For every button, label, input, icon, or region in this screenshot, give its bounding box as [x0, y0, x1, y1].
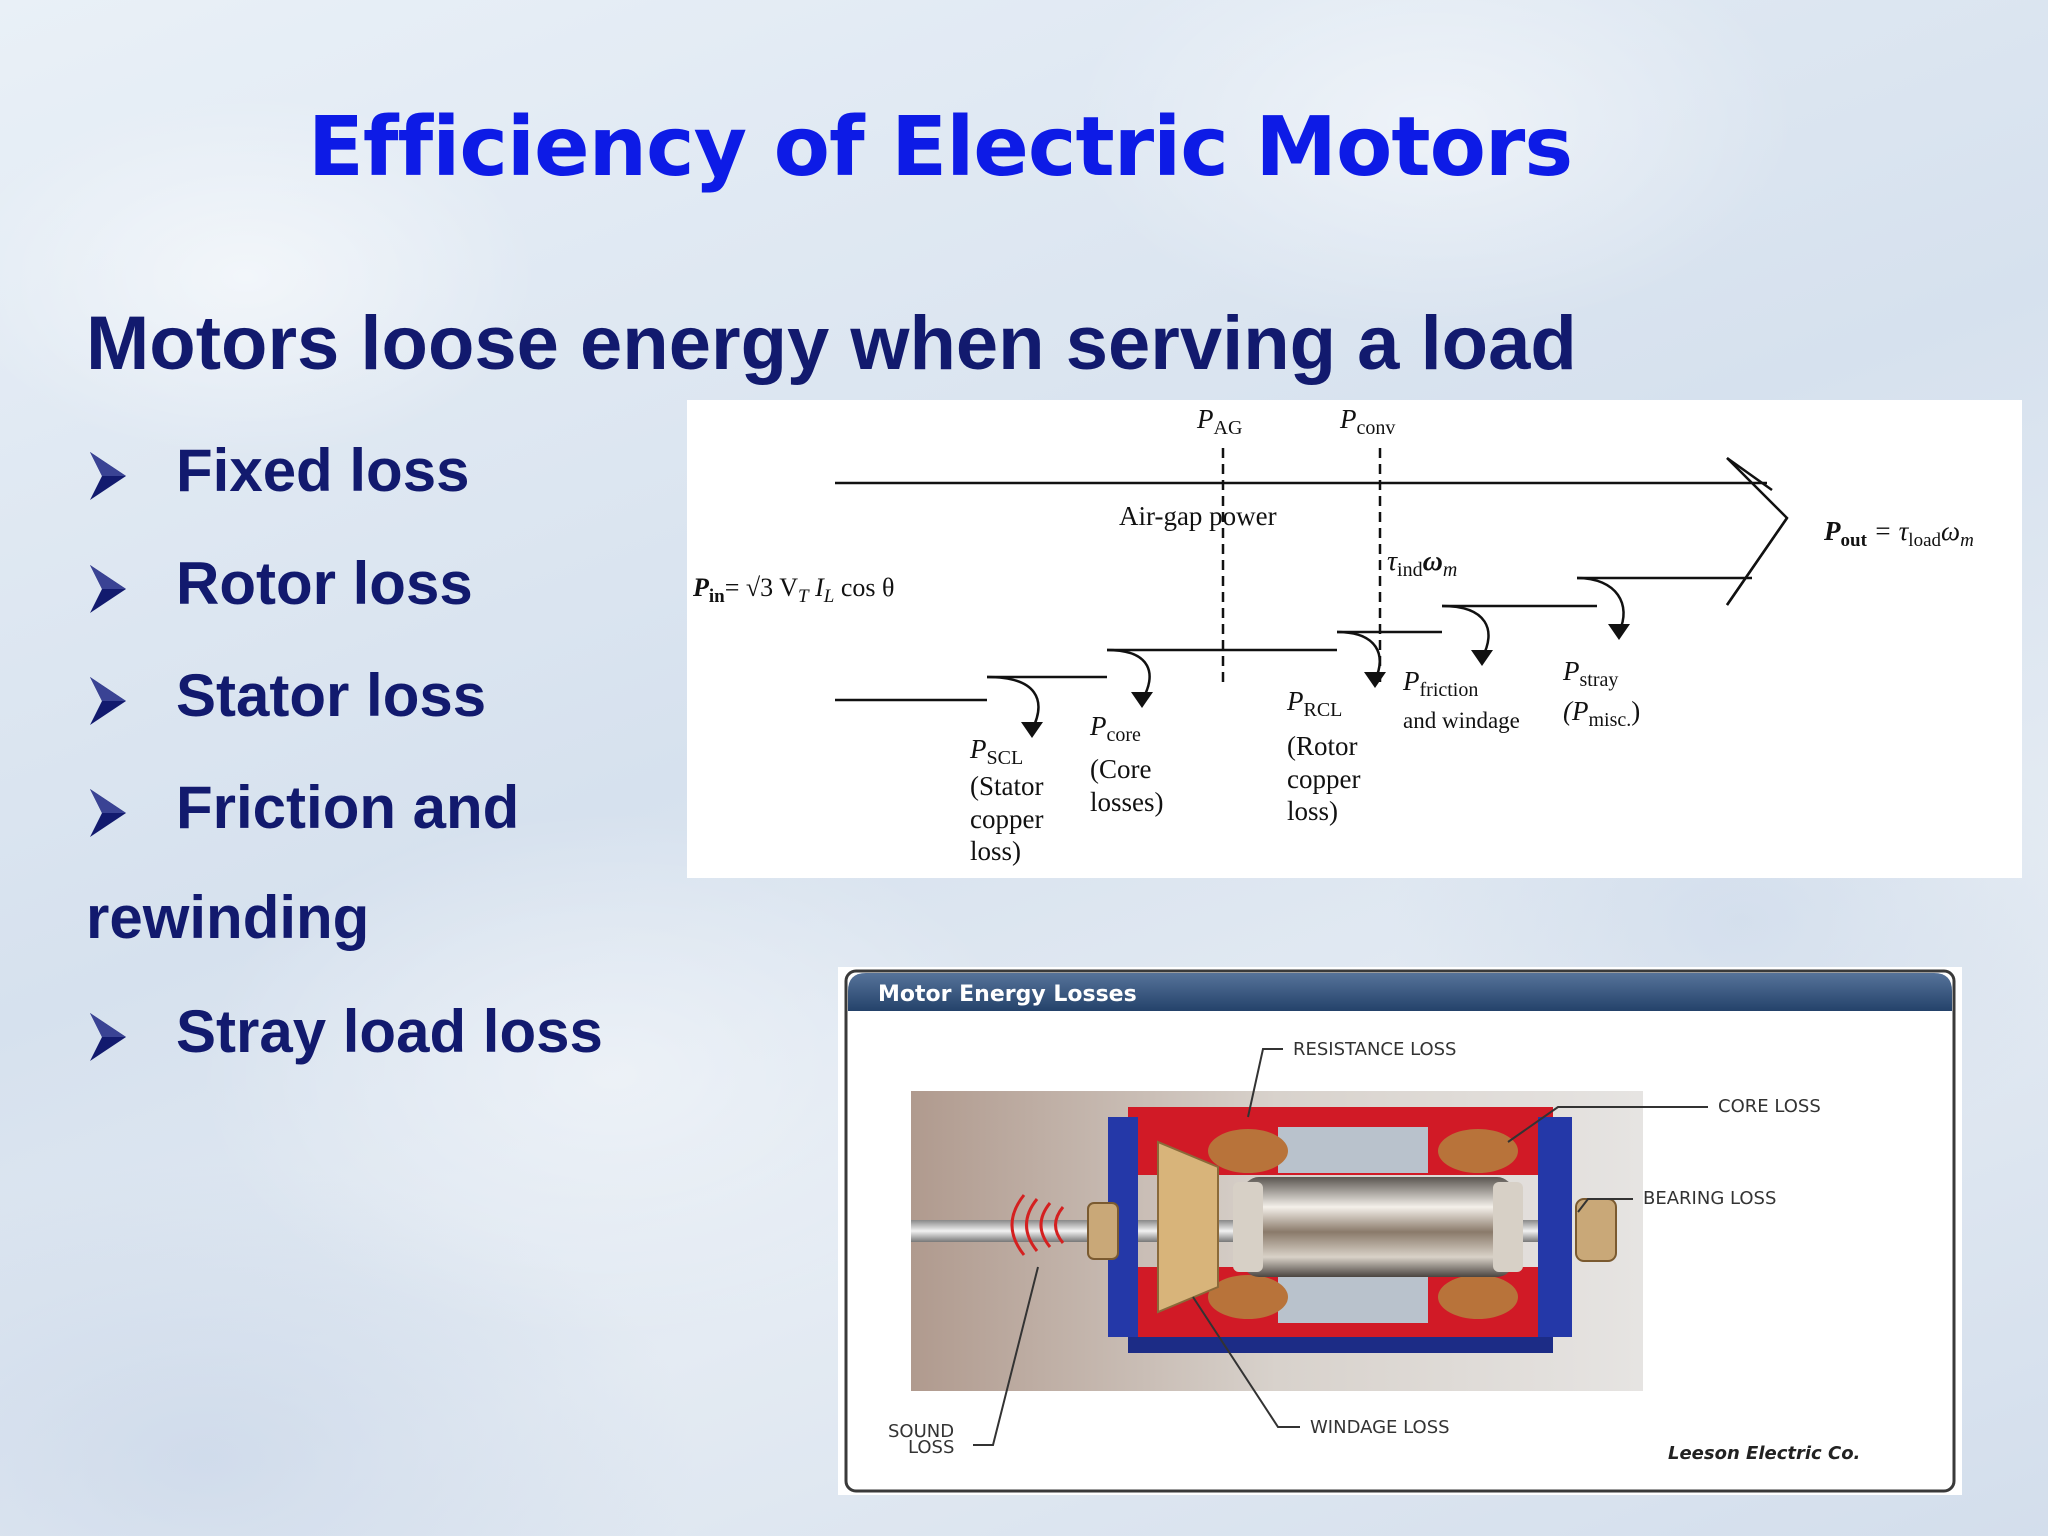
- torque-label: τindωm: [1387, 546, 1457, 581]
- p-stray-label: Pstray: [1562, 656, 1618, 691]
- resistance-loss-label: RESISTANCE LOSS: [1293, 1039, 1457, 1060]
- bullet-continuation: rewinding: [86, 883, 369, 952]
- windage-loss-label: WINDAGE LOSS: [1310, 1417, 1450, 1438]
- bullet-label: Stator loss: [176, 661, 486, 730]
- bullet-label: Fixed loss: [176, 436, 469, 505]
- p-core-desc-1: (Core: [1090, 754, 1151, 784]
- end-bell-right: [1538, 1117, 1572, 1337]
- power-flow-diagram: PAG Pconv Air-gap power τindωm Pin= √3 V…: [687, 400, 2022, 878]
- arrowhead-bullet-icon: [86, 673, 130, 729]
- arrowhead-bullet-icon: [86, 785, 130, 841]
- arrowhead-bullet-icon: [86, 1009, 130, 1065]
- bullet-label: Friction and: [176, 773, 519, 842]
- core-loss-label: CORE LOSS: [1718, 1096, 1821, 1117]
- p-core-label: Pcore: [1089, 711, 1141, 746]
- p-ag-label: PAG: [1196, 404, 1242, 439]
- bullet-label: Stray load loss: [176, 997, 603, 1066]
- figure-header-title: Motor Energy Losses: [878, 982, 1137, 1007]
- p-friction-label: Pfriction: [1402, 666, 1478, 701]
- airgap-power-label: Air-gap power: [1119, 501, 1277, 531]
- p-scl-desc-2: copper: [970, 804, 1043, 834]
- p-conv-label: Pconv: [1339, 404, 1395, 439]
- slide-subtitle: Motors loose energy when serving a load: [86, 300, 1577, 387]
- slide-title: Efficiency of Electric Motors: [0, 100, 1880, 195]
- p-rcl-desc-3: loss): [1287, 796, 1338, 826]
- figure-credit: Leeson Electric Co.: [1668, 1443, 1860, 1464]
- bullet-label: Rotor loss: [176, 549, 473, 618]
- p-rcl-desc-2: copper: [1287, 764, 1360, 794]
- p-scl-desc-1: (Stator: [970, 771, 1044, 801]
- arrowhead-bullet-icon: [86, 448, 130, 504]
- p-out-equation: Pout = τloadωm: [1823, 516, 1974, 551]
- p-core-desc-2: losses): [1090, 787, 1164, 817]
- motor-energy-losses-figure: Motor Energy Losses: [838, 967, 1962, 1495]
- bearing-loss-label: BEARING LOSS: [1643, 1188, 1776, 1209]
- rotor: [1243, 1177, 1513, 1277]
- p-rcl-label: PRCL: [1286, 686, 1342, 721]
- p-misc-label: (Pmisc.): [1563, 696, 1640, 731]
- p-scl-desc-3: loss): [970, 836, 1021, 866]
- p-rcl-desc-1: (Rotor: [1287, 731, 1358, 761]
- sound-loss-label-line2: LOSS: [908, 1437, 954, 1458]
- p-friction-desc: and windage: [1403, 708, 1520, 733]
- arrowhead-bullet-icon: [86, 561, 130, 617]
- p-scl-label: PSCL: [969, 734, 1023, 769]
- p-in-equation: Pin= √3 VT IL cos θ: [692, 573, 894, 607]
